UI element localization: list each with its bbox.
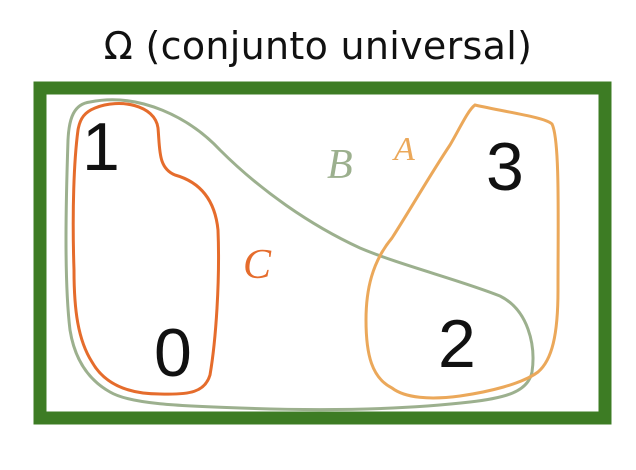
set-a-outline: [364, 103, 560, 400]
universal-set-border: [33, 81, 612, 425]
set-c-label: C: [243, 242, 272, 288]
element-1: 1: [82, 109, 120, 185]
set-b-outline: [64, 98, 535, 412]
set-b-label: B: [327, 142, 353, 188]
element-3: 3: [486, 129, 524, 205]
set-a-label: A: [392, 131, 415, 168]
set-c-outline: [71, 102, 221, 396]
element-2: 2: [438, 306, 476, 382]
element-0: 0: [154, 315, 192, 391]
diagram-title: Ω (conjunto universal): [103, 24, 533, 68]
